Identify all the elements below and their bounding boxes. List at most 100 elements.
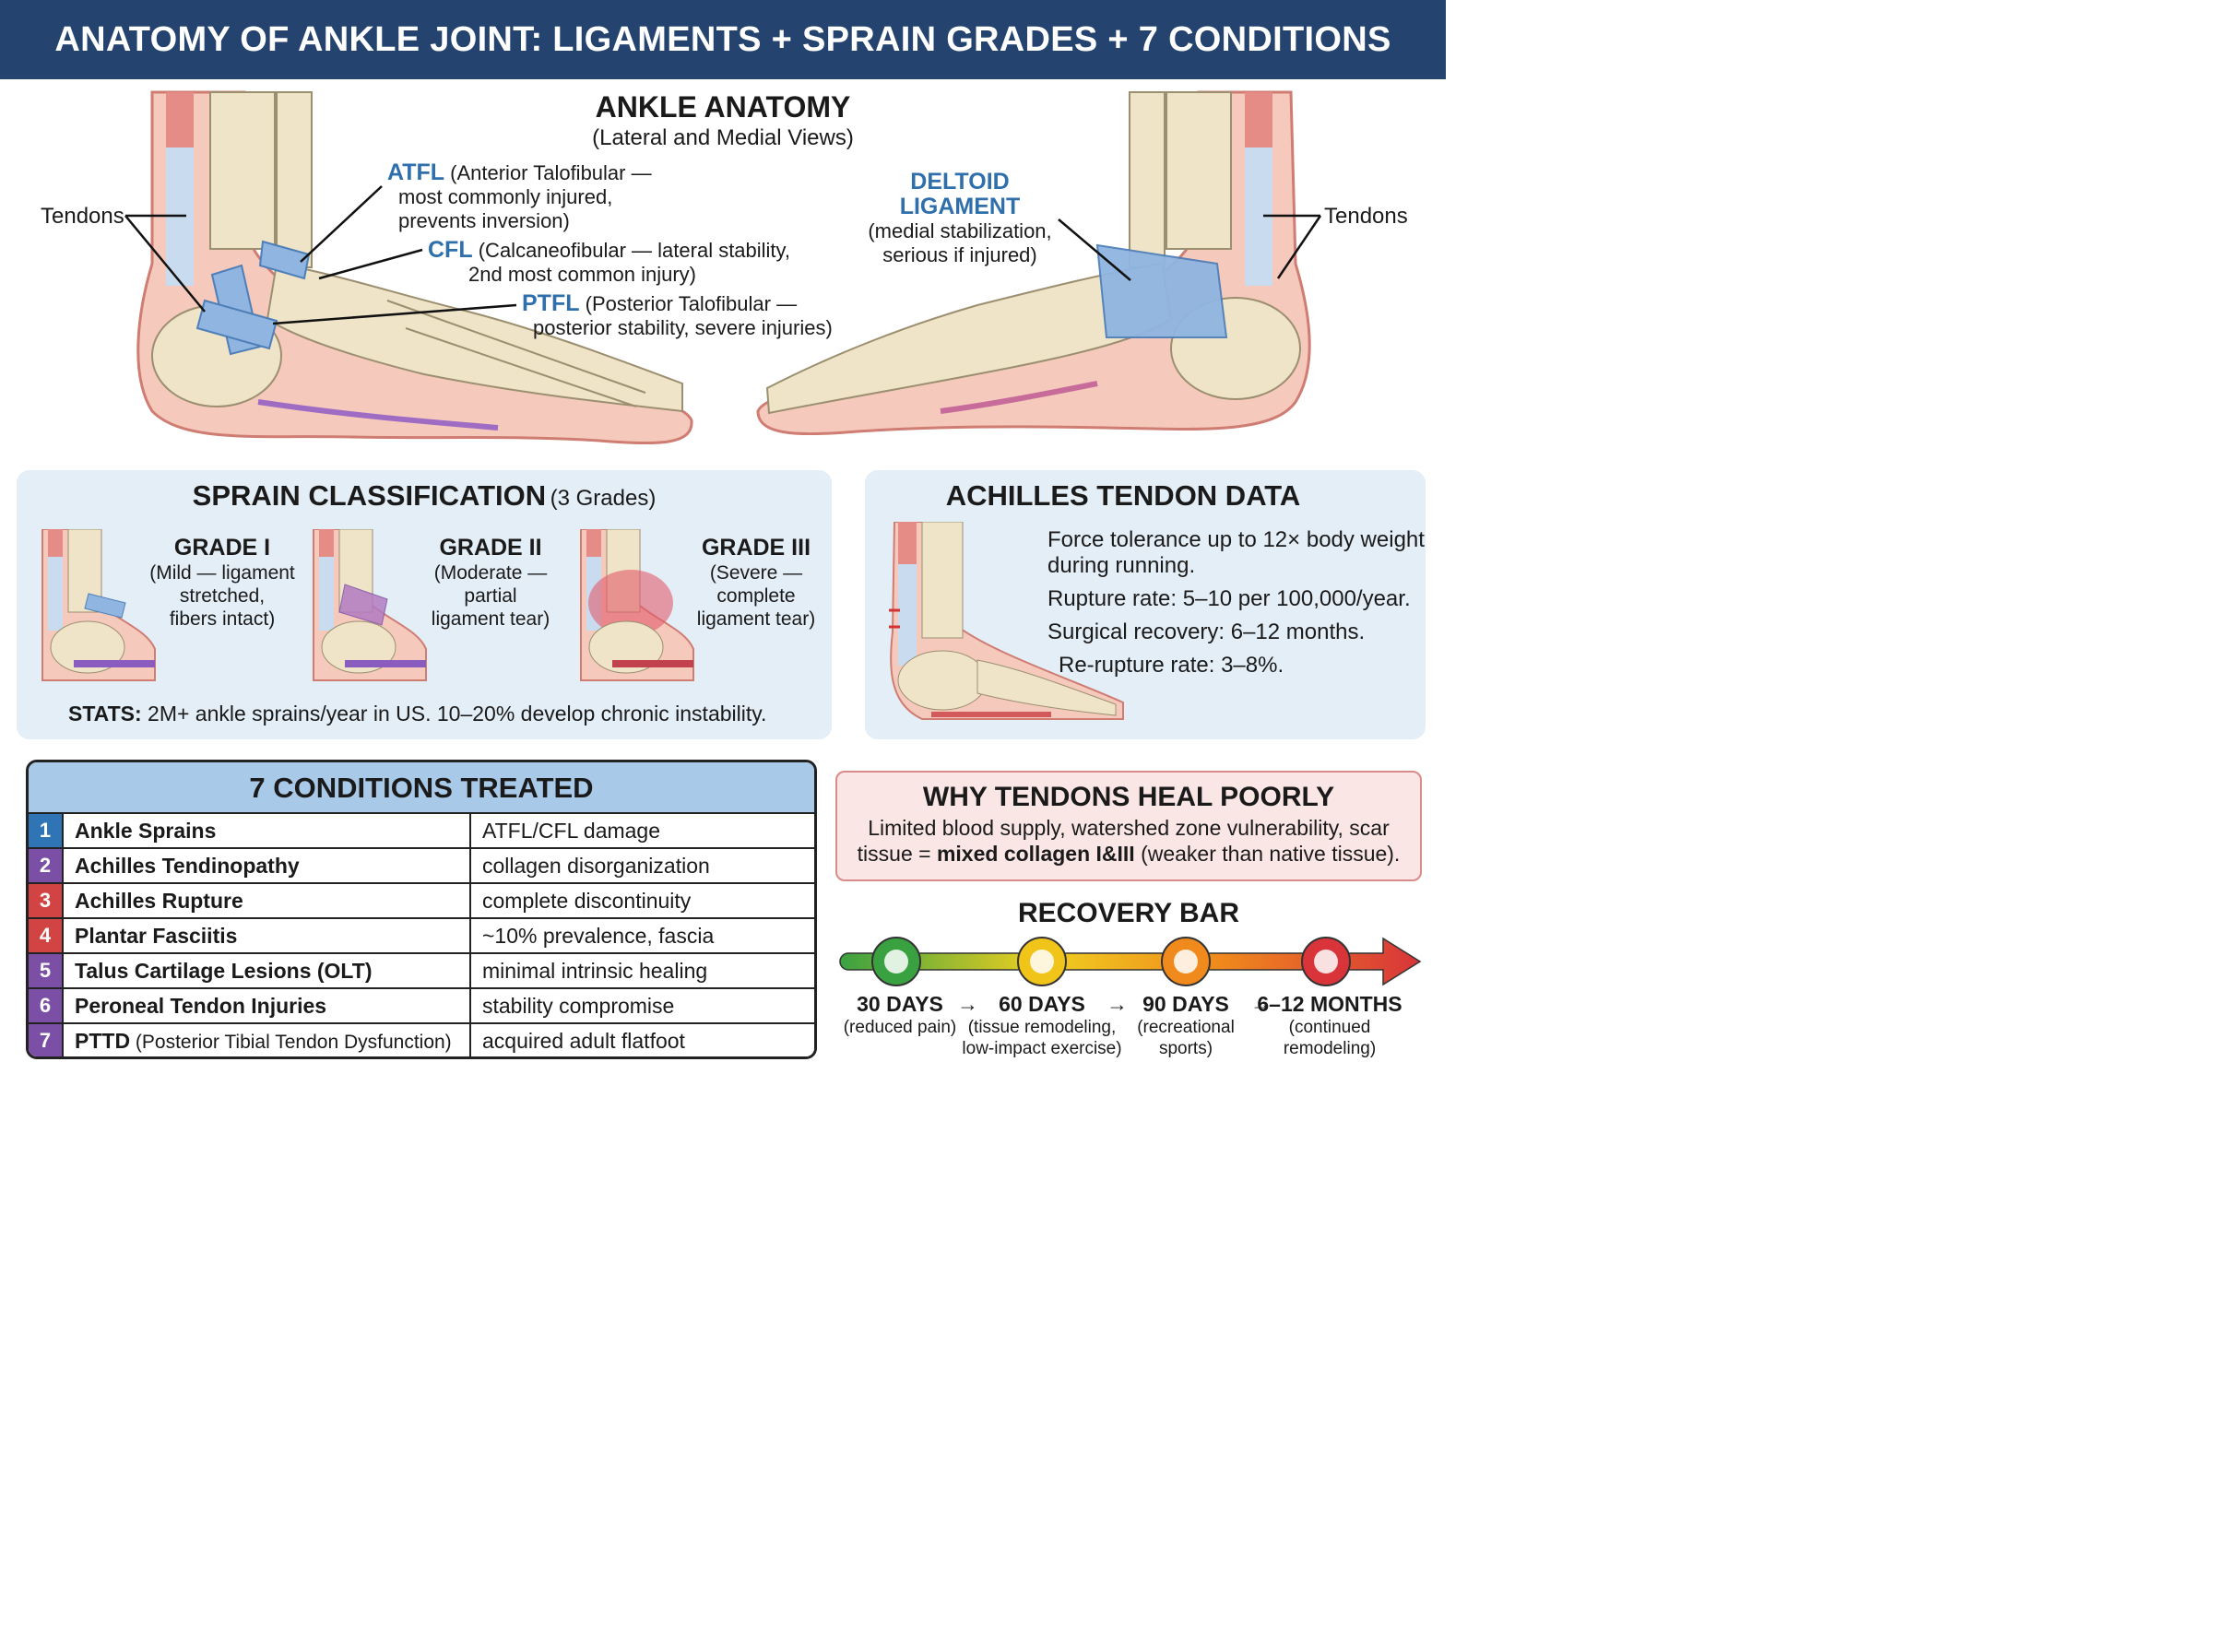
- sprain-title: SPRAIN CLASSIFICATION (3 Grades): [17, 479, 832, 513]
- grade-1-name: GRADE I: [173, 535, 271, 560]
- recovery-arrow-separator: →: [1250, 992, 1272, 1016]
- grade-3-desc-2: complete: [716, 585, 796, 607]
- condition-name: PTTD (Posterior Tibial Tendon Dysfunctio…: [75, 1024, 452, 1056]
- why-line-2: tissue = mixed collagen I&III (weaker th…: [837, 841, 1420, 867]
- conditions-title: 7 CONDITIONS TREATED: [29, 762, 814, 814]
- condition-name: Plantar Fasciitis: [75, 919, 237, 954]
- cfl-desc-1: (Calcaneofibular — lateral stability,: [478, 239, 791, 262]
- recovery-stage-desc-2: low-impact exercise): [962, 1039, 1122, 1058]
- grade-1-illustration: [41, 529, 156, 681]
- grade-3-illustration: [580, 529, 694, 681]
- recovery-arrow-separator: →: [1106, 992, 1128, 1016]
- atfl-label: ATFL (Anterior Talofibular — most common…: [387, 160, 652, 233]
- grade-3-desc-3: ligament tear): [696, 608, 816, 630]
- recovery-bar: [839, 937, 1422, 986]
- condition-name: Ankle Sprains: [75, 814, 216, 849]
- grade-3: GRADE III (Severe — complete ligament te…: [688, 535, 824, 631]
- recovery-stage-desc-1: (recreational: [1137, 1018, 1235, 1037]
- recovery-stage-label: 6–12 MONTHS: [1257, 992, 1402, 1016]
- grade-2: GRADE II (Moderate — partial ligament te…: [415, 535, 566, 631]
- condition-description: ATFL/CFL damage: [469, 814, 814, 847]
- medial-foot-illustration: [756, 90, 1311, 436]
- recovery-stage-label: 60 DAYS: [999, 992, 1085, 1016]
- condition-name-text: Ankle Sprains: [75, 819, 217, 843]
- sprain-title-suffix: (3 Grades): [550, 486, 657, 511]
- recovery-stage-label: 90 DAYS: [1142, 992, 1229, 1016]
- recovery-stage-desc-2: remodeling): [1283, 1039, 1377, 1058]
- why-line-1: Limited blood supply, watershed zone vul…: [868, 816, 1390, 840]
- condition-row: 1 Ankle Sprains ATFL/CFL damage: [29, 814, 814, 849]
- condition-name-extra: (Posterior Tibial Tendon Dysfunction): [130, 1032, 452, 1053]
- achilles-line-2: during running.: [1047, 553, 1196, 578]
- ankle-anatomy-illustration: [124, 90, 1322, 445]
- conditions-table: 7 CONDITIONS TREATED 1 Ankle Sprains ATFL/…: [26, 760, 817, 1059]
- recovery-arrow-separator: →: [957, 992, 978, 1016]
- atfl-desc-3: prevents inversion): [398, 209, 570, 232]
- grade-1-desc-3: fibers intact): [169, 608, 276, 630]
- condition-row: 3 Achilles Rupture complete discontinuity: [29, 884, 814, 919]
- speed-icon: [1314, 950, 1338, 974]
- condition-name: Achilles Tendinopathy: [75, 849, 300, 884]
- condition-name-text: Plantar Fasciitis: [75, 924, 238, 948]
- achilles-line-4: Surgical recovery: 6–12 months.: [1047, 620, 1366, 644]
- grade-2-name: GRADE II: [439, 535, 542, 560]
- why-title: WHY TENDONS HEAL POORLY: [922, 782, 1335, 812]
- recovery-stage: 30 DAYS (reduced pain): [817, 992, 983, 1038]
- condition-number: 4: [29, 919, 64, 952]
- sprain-stats-text: 2M+ ankle sprains/year in US. 10–20% dev…: [141, 702, 767, 726]
- achilles-title: ACHILLES TENDON DATA: [945, 479, 1301, 512]
- ptfl-label: PTFL (Posterior Talofibular — posterior …: [522, 291, 833, 340]
- deltoid-desc-1: (medial stabilization,: [868, 219, 1052, 242]
- why-line-2-bold: mixed collagen I&III: [936, 842, 1135, 866]
- condition-row: 5 Talus Cartilage Lesions (OLT) minimal in…: [29, 954, 814, 989]
- lateral-foot-illustration: [136, 90, 693, 445]
- atfl-desc-2: most commonly injured,: [398, 185, 613, 208]
- exercise-icon: [1030, 950, 1054, 974]
- condition-name: Achilles Rupture: [75, 884, 243, 919]
- condition-number: 3: [29, 884, 64, 917]
- recovery-stage-label: 30 DAYS: [857, 992, 943, 1016]
- anatomy-title: ANKLE ANATOMY: [595, 90, 851, 124]
- condition-name-text: PTTD: [75, 1029, 131, 1053]
- why-line-2-pre: tissue =: [857, 842, 937, 866]
- why-tendons-panel: WHY TENDONS HEAL POORLY Limited blood su…: [835, 771, 1422, 881]
- cfl-abbr: CFL: [428, 237, 473, 263]
- ptfl-desc-2: posterior stability, severe injuries): [533, 316, 833, 339]
- condition-description: complete discontinuity: [469, 884, 814, 917]
- cfl-label: CFL (Calcaneofibular — lateral stability…: [428, 238, 790, 287]
- sprain-stats-label: STATS:: [68, 702, 142, 726]
- condition-name-text: Peroneal Tendon Injuries: [75, 994, 327, 1018]
- condition-name-text: Achilles Rupture: [75, 889, 243, 913]
- recovery-stage-desc-1: (reduced pain): [843, 1018, 957, 1037]
- grade-2-desc-2: partial: [464, 585, 517, 607]
- sunrise-icon: [884, 950, 908, 974]
- ptfl-abbr: PTFL: [522, 290, 580, 316]
- condition-row: 6 Peroneal Tendon Injuries stability compr…: [29, 989, 814, 1024]
- achilles-illustration: [889, 522, 1124, 720]
- condition-description: minimal intrinsic healing: [469, 954, 814, 987]
- recovery-stage: 60 DAYS(tissue remodeling,low-impact exe…: [959, 992, 1125, 1059]
- grade-3-name: GRADE III: [701, 535, 811, 560]
- achilles-line-5: Re-rupture rate: 3–8%.: [1059, 653, 1284, 678]
- recovery-title: RECOVERY BAR: [1017, 898, 1240, 928]
- condition-description: stability compromise: [469, 989, 814, 1022]
- condition-name-text: Talus Cartilage Lesions (OLT): [75, 959, 373, 983]
- condition-description: collagen disorganization: [469, 849, 814, 882]
- condition-name: Peroneal Tendon Injuries: [75, 989, 326, 1024]
- grade-2-desc-1: (Moderate —: [433, 562, 548, 584]
- grade-1-desc-2: stretched,: [179, 585, 266, 607]
- condition-number: 1: [29, 814, 64, 847]
- condition-number: 6: [29, 989, 64, 1022]
- deltoid-desc-2: serious if injured): [882, 243, 1037, 266]
- sprain-title-main: SPRAIN CLASSIFICATION: [192, 479, 547, 512]
- deltoid-label: DELTOID LIGAMENT (medial stabilization, …: [854, 170, 1066, 267]
- grade-1-desc-1: (Mild — ligament: [149, 562, 295, 584]
- atfl-desc-1: (Anterior Talofibular —: [450, 161, 652, 184]
- page-title-banner: ANATOMY OF ANKLE JOINT: LIGAMENTS + SPRA…: [0, 0, 1446, 138]
- condition-number: 5: [29, 954, 64, 987]
